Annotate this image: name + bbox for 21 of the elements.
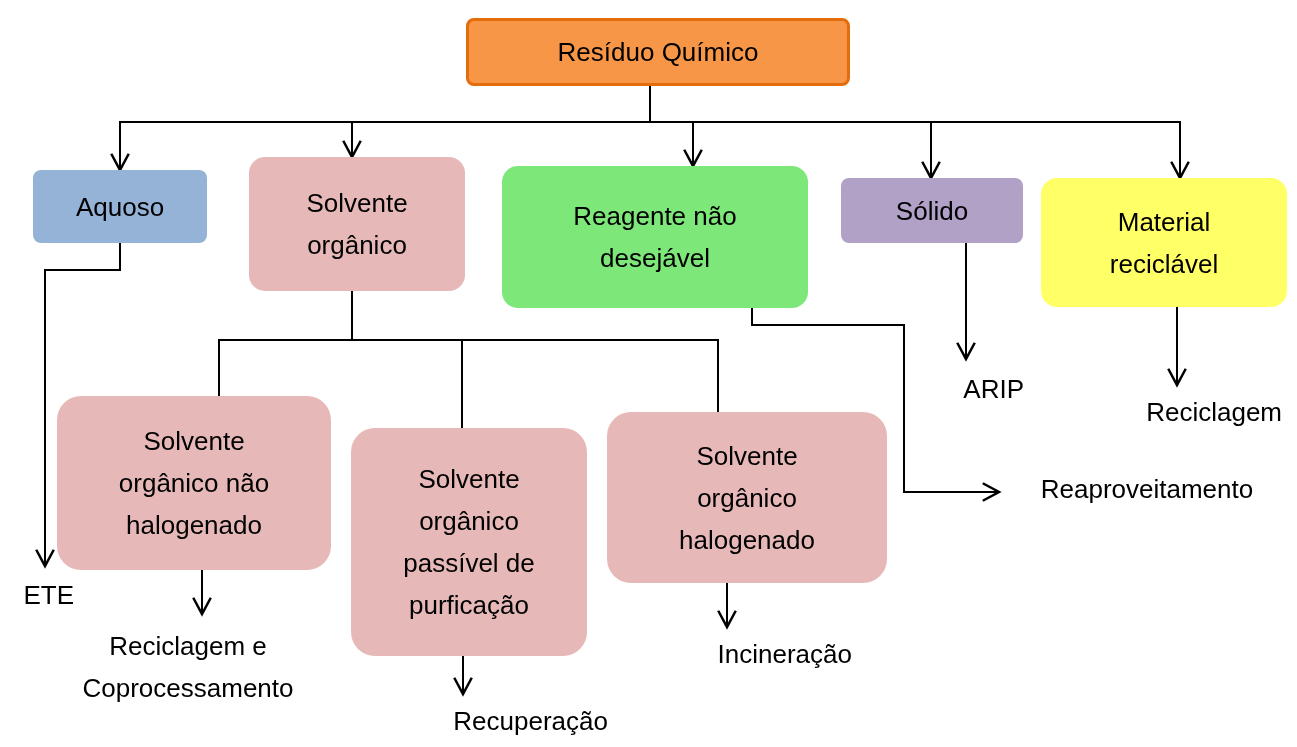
arrow xyxy=(453,655,473,696)
process-box: Solvente orgânico xyxy=(249,157,465,291)
process-box: Solvente orgânico não halogenado xyxy=(57,396,331,570)
outcome-label: Reaproveitamento xyxy=(999,474,1295,510)
process-box: Solvente orgânico halogenado xyxy=(607,412,887,583)
arrow xyxy=(751,307,1001,502)
process-box: Resíduo Químico xyxy=(466,18,850,86)
process-box: Reagente não desejável xyxy=(502,166,808,308)
arrow xyxy=(956,242,976,361)
arrow xyxy=(192,569,212,616)
process-box: Sólido xyxy=(841,178,1023,243)
arrow xyxy=(1167,306,1187,387)
outcome-label: Reciclagem xyxy=(1096,385,1286,439)
process-box: Material reciclável xyxy=(1041,178,1287,307)
outcome-label: Recuperação xyxy=(396,694,612,747)
arrow xyxy=(717,582,737,629)
process-box: Solvente orgânico passível de purficação xyxy=(351,428,587,656)
arrow xyxy=(35,242,121,568)
outcome-label: ARIP xyxy=(928,359,1028,419)
outcome-label: Incineração xyxy=(666,627,856,681)
process-box: Aquoso xyxy=(33,170,207,243)
